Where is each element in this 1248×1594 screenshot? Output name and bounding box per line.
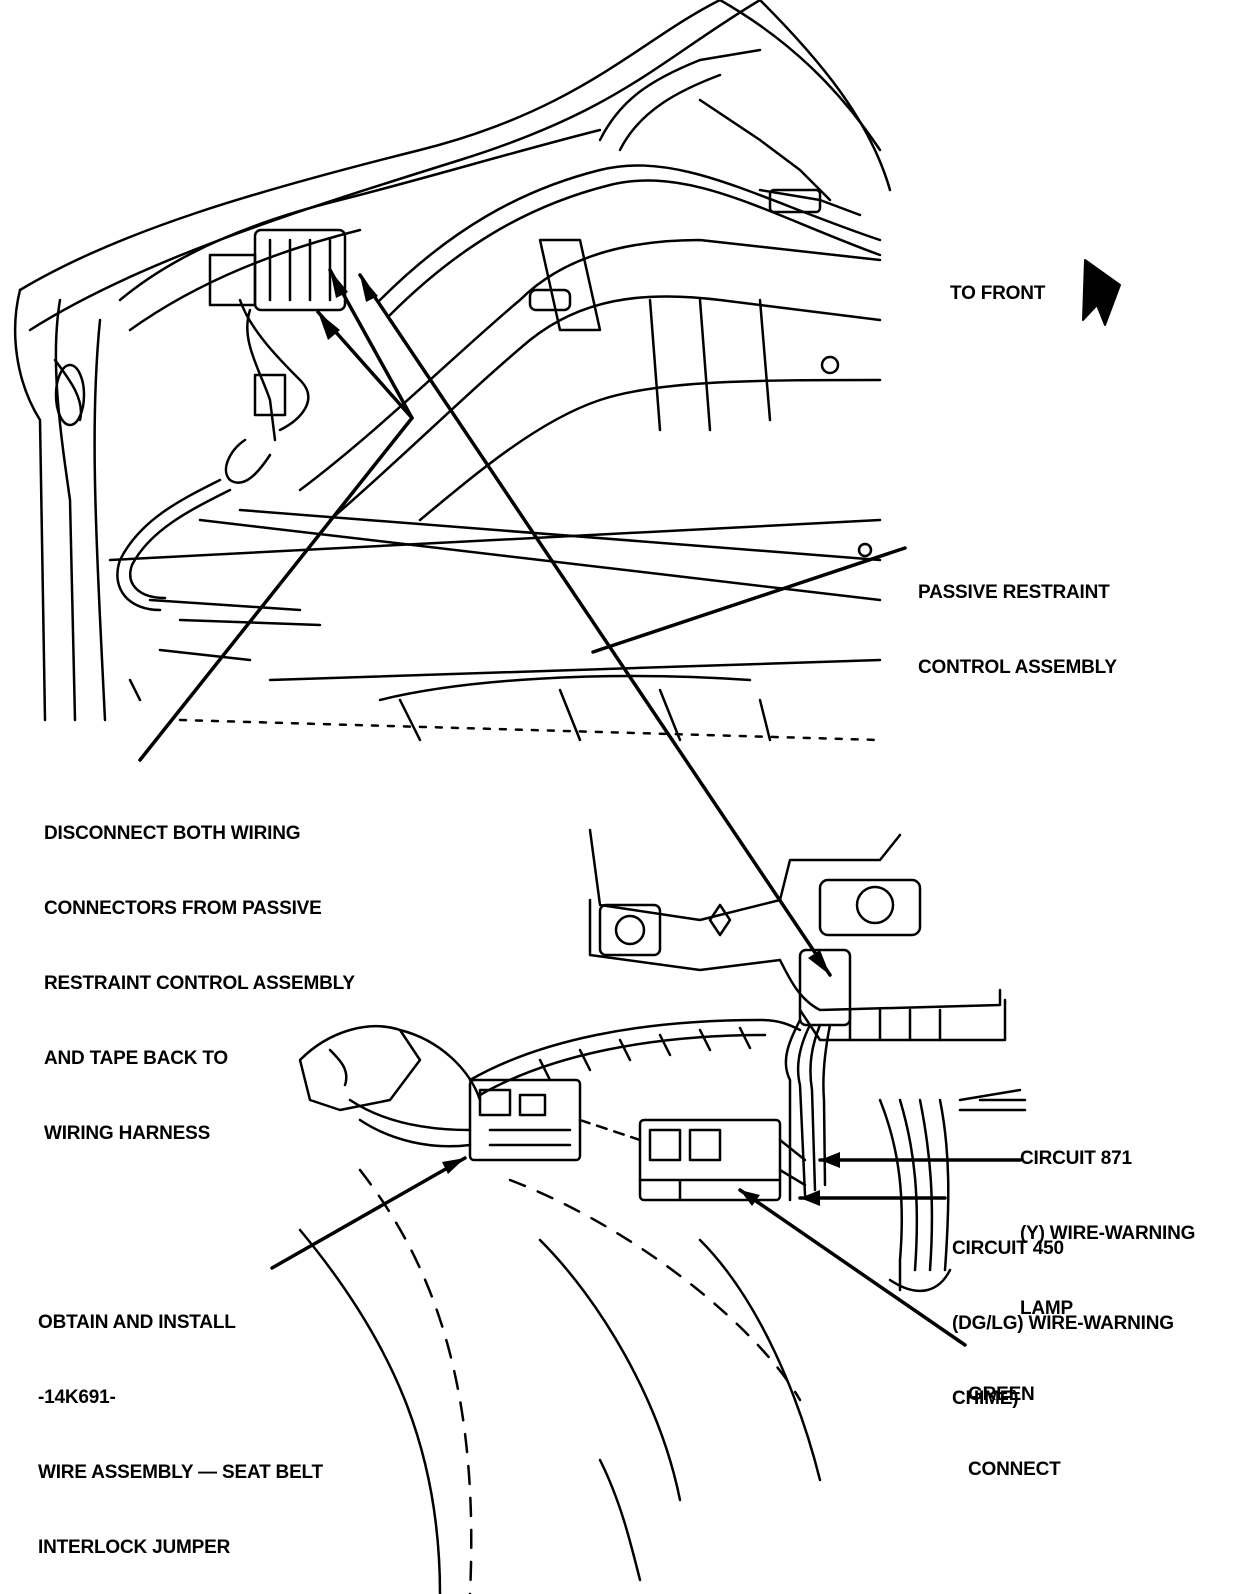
green-connect-line-1: GREEN: [968, 1384, 1035, 1405]
disconnect-line-1: DISCONNECT BOTH WIRING: [44, 823, 301, 844]
obtain-install-line-2: -14K691-: [38, 1387, 116, 1408]
passive-restraint-label: PASSIVE RESTRAINT CONTROL ASSEMBLY: [918, 530, 1117, 705]
green-connect-label: GREEN CONNECT: [968, 1332, 1061, 1507]
green-connect-line-2: CONNECT: [968, 1459, 1061, 1480]
passive-restraint-line-1: PASSIVE RESTRAINT: [918, 582, 1110, 603]
disconnect-connectors-label: DISCONNECT BOTH WIRING CONNECTORS FROM P…: [44, 771, 355, 1171]
leader-arrowheads: [318, 270, 840, 1206]
disconnect-line-4: AND TAPE BACK TO: [44, 1048, 228, 1069]
circuit-450-label: CIRCUIT 450 (DG/LG) WIRE-WARNING CHIME): [952, 1186, 1174, 1436]
circuit-450-line-1: CIRCUIT 450: [952, 1238, 1064, 1259]
circuit-871-label: CIRCUIT 871 (Y) WIRE-WARNING LAMP: [1020, 1096, 1195, 1346]
obtain-install-line-4: INTERLOCK JUMPER: [38, 1537, 231, 1558]
trunk-body-drawing: [13, 0, 892, 742]
disconnect-line-5: WIRING HARNESS: [44, 1123, 211, 1144]
passive-restraint-line-2: CONTROL ASSEMBLY: [918, 657, 1117, 678]
disconnect-line-3: RESTRAINT CONTROL ASSEMBLY: [44, 973, 355, 994]
circuit-871-line-1: CIRCUIT 871: [1020, 1148, 1132, 1169]
circuit-871-line-2: (Y) WIRE-WARNING: [1020, 1223, 1196, 1244]
circuit-450-line-3: CHIME): [952, 1388, 1019, 1409]
circuit-871-line-3: LAMP: [1020, 1298, 1074, 1319]
obtain-install-label: OBTAIN AND INSTALL -14K691- WIRE ASSEMBL…: [38, 1260, 323, 1585]
connector-detail-drawing: [298, 828, 1027, 1594]
obtain-install-line-1: OBTAIN AND INSTALL: [38, 1312, 236, 1333]
arrow-right-icon: [1082, 259, 1121, 326]
obtain-install-line-3: WIRE ASSEMBLY — SEAT BELT: [38, 1462, 323, 1483]
circuit-450-line-2: (DG/LG) WIRE-WARNING: [952, 1313, 1174, 1334]
to-front-label: TO FRONT: [950, 283, 1046, 304]
disconnect-line-2: CONNECTORS FROM PASSIVE: [44, 898, 322, 919]
